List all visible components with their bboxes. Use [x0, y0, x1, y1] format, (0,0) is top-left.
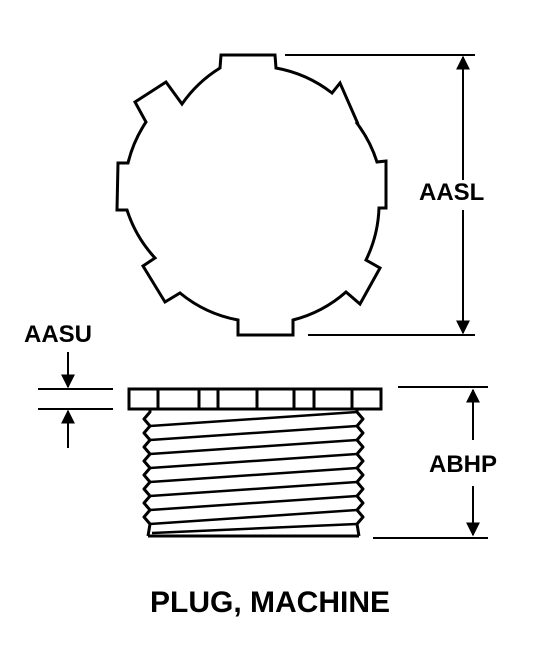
aasu-label: AASU: [24, 321, 92, 348]
aasl-label: AASL: [419, 179, 484, 206]
plug-head-flange: [127, 387, 383, 411]
flange-notches: [156, 389, 354, 409]
drawing-caption: PLUG, MACHINE: [150, 586, 390, 619]
plug-top-view: [115, 53, 388, 337]
abhp-label: ABHP: [429, 451, 497, 478]
thread-lines: [149, 410, 358, 535]
